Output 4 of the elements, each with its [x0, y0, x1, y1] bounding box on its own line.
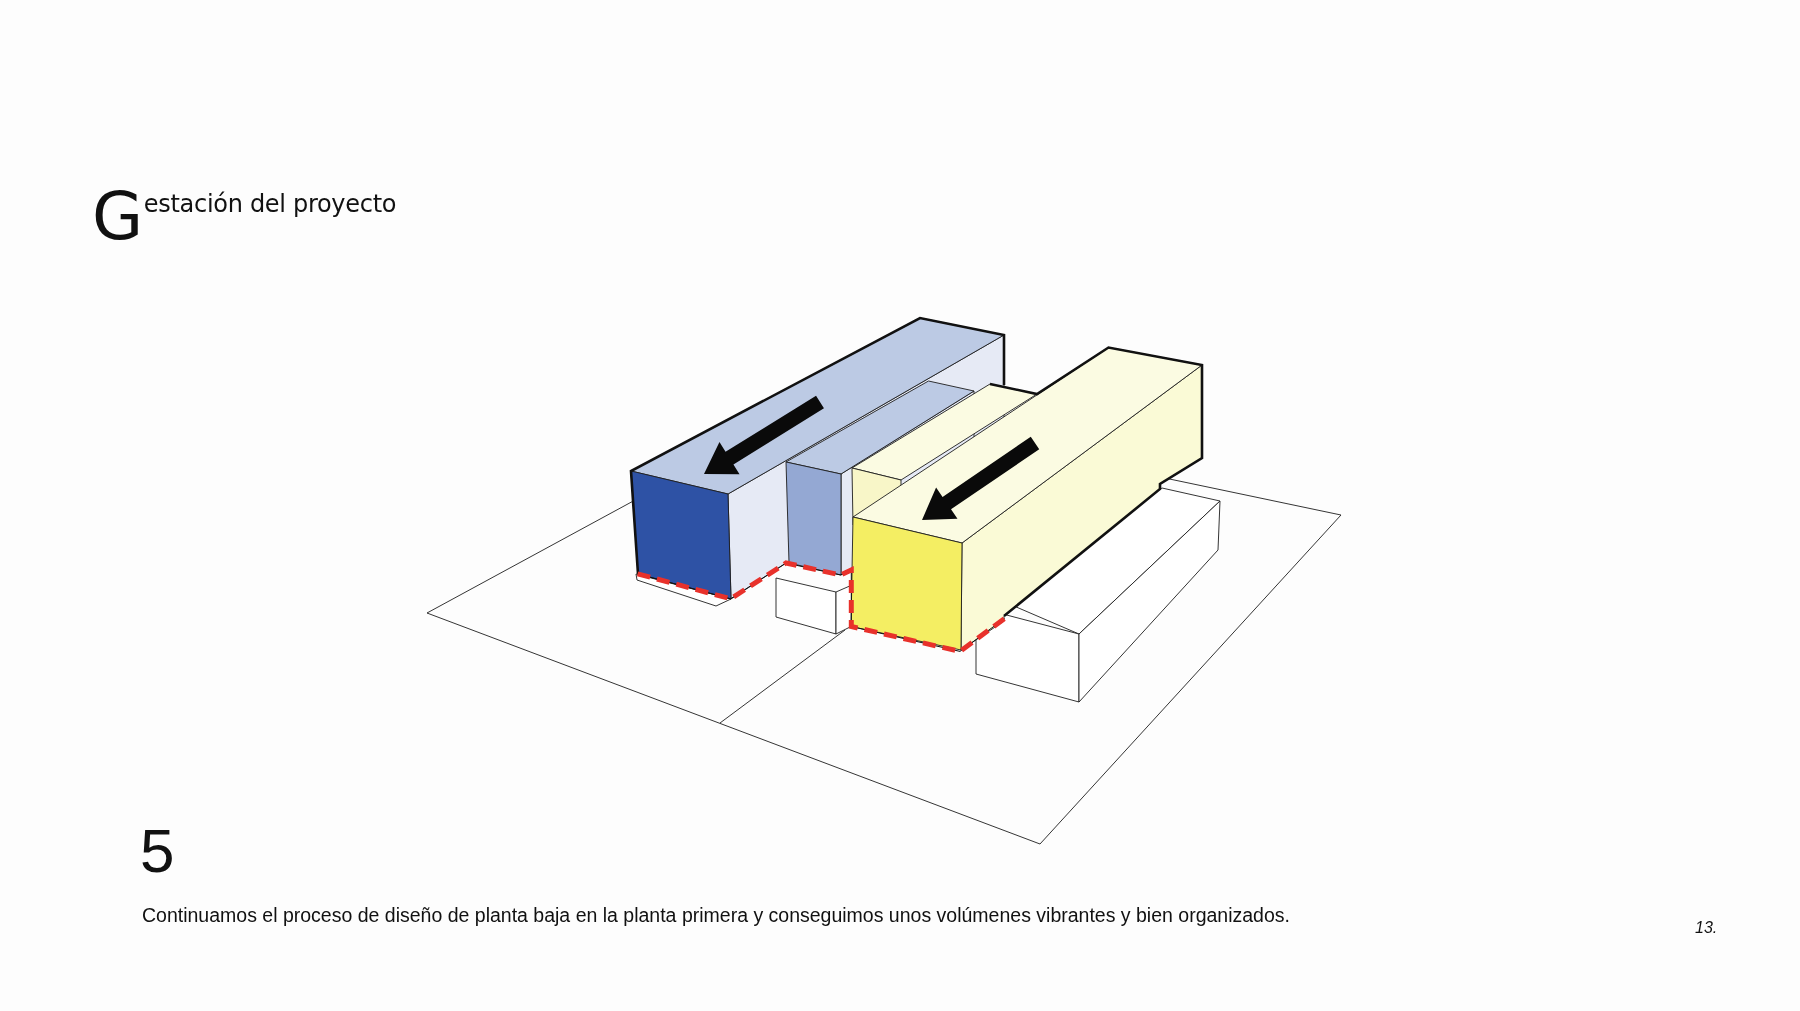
caption-text: Continuamos el proceso de diseño de planta baja en la planta primera y conseguimos unos volúmenes vibrantes y bien organizados.: [142, 903, 1290, 927]
step-number: 5: [140, 818, 175, 884]
page-number: 13.: [1695, 918, 1718, 938]
page-title: Gestación del proyecto: [92, 190, 397, 244]
